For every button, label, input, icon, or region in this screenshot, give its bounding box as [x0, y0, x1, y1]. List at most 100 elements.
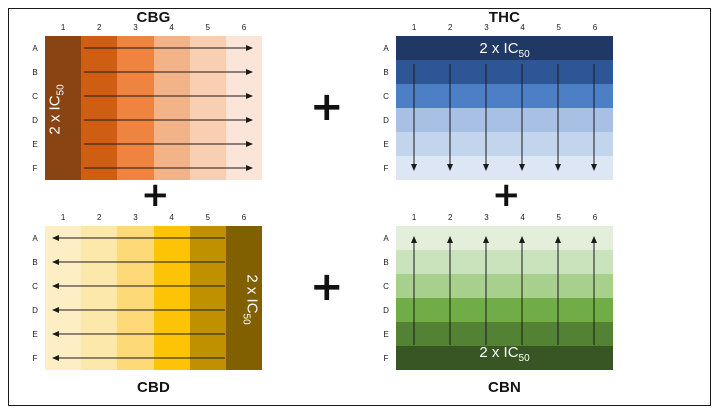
row-label: B: [32, 257, 38, 267]
row-label: F: [383, 353, 389, 363]
column-label: 1: [60, 213, 66, 222]
row-label: D: [32, 305, 38, 315]
plate-cbn: [396, 226, 613, 370]
ic50-subscript: 50: [240, 313, 252, 325]
column-label: 3: [133, 213, 138, 222]
column-label: 5: [205, 23, 210, 32]
gradient-band: [396, 132, 613, 156]
gradient-band: [396, 298, 613, 322]
row-label: E: [32, 329, 38, 339]
column-label: 2: [448, 23, 453, 32]
gradient-band: [396, 346, 613, 370]
gradient-band: [189, 36, 226, 180]
column-label: 1: [60, 23, 66, 32]
column-label: 5: [205, 213, 210, 222]
row-labels-thc: A B C D E F: [379, 36, 393, 180]
ic50-subscript: 50: [55, 84, 67, 96]
column-label: 6: [592, 213, 598, 222]
row-label: C: [32, 281, 38, 291]
row-labels-cbg: A B C D E F: [28, 36, 42, 180]
row-label: B: [383, 257, 389, 267]
row-label: A: [32, 43, 38, 53]
column-label: 2: [97, 23, 102, 32]
ic50-label-cbd: 2 x IC50: [240, 258, 261, 342]
plus-right-middle-icon: +: [492, 175, 521, 215]
gradient-band: [396, 226, 613, 250]
column-label: 2: [97, 213, 102, 222]
gradient-band: [396, 274, 613, 298]
row-label: A: [32, 233, 38, 243]
panel-cbn: CBN 1 2 3 4 5 6 A B C D E F 2 x IC50: [383, 213, 613, 396]
panel-thc: THC 1 2 3 4 5 6 A B C D E F 2 x IC50: [383, 10, 613, 180]
column-label: 4: [169, 213, 174, 222]
column-labels-cbg: 1 2 3 4 5 6: [45, 22, 262, 34]
panel-title-cbn: CBN: [487, 379, 522, 396]
panel-title-thc: THC: [488, 9, 521, 26]
gradient-band: [189, 226, 226, 370]
row-labels-cbn: A B C D E F: [379, 226, 393, 370]
column-label: 3: [484, 23, 489, 32]
row-label: F: [32, 163, 38, 173]
ic50-text: 2 x IC: [243, 274, 261, 314]
ic50-subscript: 50: [518, 353, 530, 364]
gradient-band: [225, 36, 262, 180]
gradient-band: [396, 108, 613, 132]
row-label: C: [383, 281, 389, 291]
plate-cbd: [45, 226, 262, 370]
plate-cbg: [45, 36, 262, 180]
column-label: 3: [484, 213, 489, 222]
row-label: C: [32, 91, 38, 101]
ic50-text: 2 x IC: [479, 344, 519, 361]
column-label: 4: [520, 23, 525, 32]
row-labels-cbd: A B C D E F: [28, 226, 42, 370]
column-labels-thc: 1 2 3 4 5 6: [396, 22, 613, 34]
row-label: D: [32, 115, 38, 125]
column-label: 6: [241, 23, 247, 32]
plus-left-middle-icon: +: [141, 175, 170, 215]
ic50-text: 2 x IC: [479, 40, 519, 57]
gradient-band: [396, 156, 613, 180]
plus-top-center-icon: +: [310, 84, 344, 130]
column-label: 4: [169, 23, 174, 32]
gradient-band: [396, 60, 613, 84]
gradient-band: [153, 226, 190, 370]
gradient-band: [81, 226, 118, 370]
row-label: C: [383, 91, 389, 101]
panel-cbd: CBD 1 2 3 4 5 6 A B C D E F 2 x IC50: [32, 213, 262, 396]
row-label: E: [32, 139, 38, 149]
row-label: F: [383, 163, 389, 173]
row-label: B: [32, 67, 38, 77]
gradient-band: [396, 322, 613, 346]
gradient-band: [45, 226, 82, 370]
row-label: D: [383, 305, 389, 315]
ic50-label-thc: 2 x IC50: [396, 41, 613, 60]
plus-bottom-center-icon: +: [310, 264, 344, 310]
row-label: B: [383, 67, 389, 77]
gradient-band: [117, 226, 154, 370]
column-label: 4: [520, 213, 525, 222]
row-label: A: [383, 233, 389, 243]
column-label: 2: [448, 213, 453, 222]
gradient-band: [81, 36, 118, 180]
ic50-label-cbg: 2 x IC50: [46, 68, 67, 152]
ic50-label-cbn: 2 x IC50: [396, 345, 613, 364]
ic50-text: 2 x IC: [46, 95, 64, 135]
gradient-band: [396, 84, 613, 108]
row-label: E: [383, 139, 389, 149]
column-label: 1: [411, 23, 417, 32]
gradient-band: [45, 36, 82, 180]
column-label: 6: [241, 213, 247, 222]
column-label: 5: [556, 23, 561, 32]
plate-thc: [396, 36, 613, 180]
column-labels-cbn: 1 2 3 4 5 6: [396, 212, 613, 224]
gradient-band: [153, 36, 190, 180]
panel-cbg: CBG 1 2 3 4 5 6 A B C D E F 2 x IC50: [32, 10, 262, 180]
gradient-band: [117, 36, 154, 180]
row-label: A: [383, 43, 389, 53]
column-label: 6: [592, 23, 598, 32]
row-label: E: [383, 329, 389, 339]
column-label: 3: [133, 23, 138, 32]
column-label: 1: [411, 213, 417, 222]
gradient-band: [396, 36, 613, 60]
